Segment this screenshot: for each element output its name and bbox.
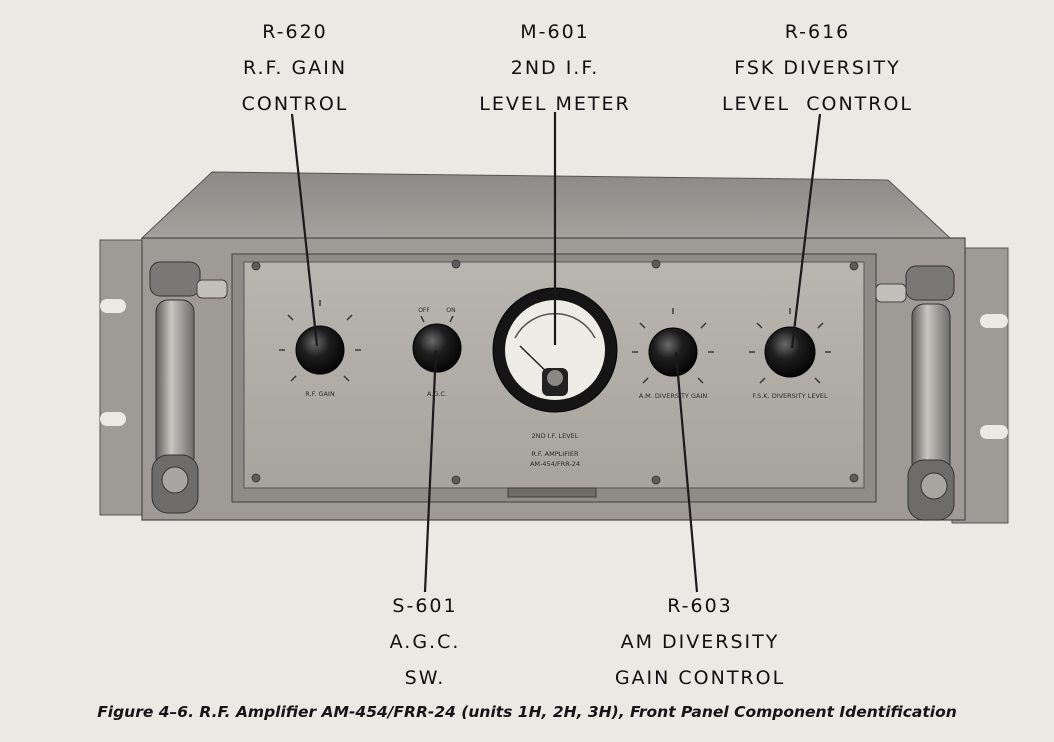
left-handle[interactable] — [149, 261, 228, 514]
callout-r620-line1: R.F. GAIN — [242, 57, 348, 79]
dial-ticks — [279, 300, 831, 384]
callout-r616: R-616 FSK DIVERSITY LEVEL CONTROL — [705, 14, 930, 122]
callout-s601-id: S-601 — [392, 595, 458, 617]
right-handle[interactable] — [875, 265, 955, 521]
callout-m601: M-601 2ND I.F. LEVEL METER — [450, 14, 660, 122]
callout-r603-id: R-603 — [667, 595, 733, 617]
fsk-diversity-engraving: F.S.K. DIVERSITY LEVEL — [752, 392, 828, 400]
callout-r620-id: R-620 — [262, 21, 328, 43]
callout-r616-line1: FSK DIVERSITY — [734, 57, 901, 79]
am-diversity-engraving: A.M. DIVERSITY GAIN — [639, 392, 708, 400]
callout-r603-line1: AM DIVERSITY — [620, 631, 780, 653]
figure-caption: Figure 4–6. R.F. Amplifier AM-454/FRR-24… — [97, 703, 957, 721]
leader-lines — [290, 112, 822, 593]
callout-r603-line2: GAIN CONTROL — [614, 667, 786, 689]
callout-r603: R-603 AM DIVERSITY GAIN CONTROL — [590, 588, 810, 696]
callout-m601-line2: LEVEL METER — [479, 93, 631, 115]
meter-engraving: 2ND I.F. LEVEL — [532, 432, 579, 440]
rf-gain-engraving: R.F. GAIN — [305, 390, 335, 398]
callout-r620-line2: CONTROL — [241, 93, 349, 115]
am-diversity-gain-knob[interactable] — [648, 327, 698, 377]
level-meter — [492, 287, 618, 413]
agc-off-engraving: OFF — [418, 307, 430, 314]
agc-on-engraving: ON — [446, 307, 455, 314]
callout-r616-line2: LEVEL CONTROL — [721, 93, 914, 115]
agc-engraving: A.G.C. — [427, 390, 447, 398]
callout-r620: R-620 R.F. GAIN CONTROL — [195, 14, 395, 122]
model-engraving-line1: R.F. AMPLIFIER — [532, 450, 579, 458]
callout-m601-id: M-601 — [520, 21, 590, 43]
callout-m601-line1: 2ND I.F. — [510, 57, 600, 79]
callout-s601: S-601 A.G.C. SW. — [345, 588, 505, 696]
callout-s601-line1: A.G.C. — [389, 631, 461, 653]
callout-s601-line2: SW. — [404, 667, 446, 689]
agc-switch-knob[interactable] — [412, 323, 462, 373]
callout-r616-id: R-616 — [784, 21, 851, 43]
model-engraving-line2: AM-454/FRR-24 — [530, 460, 580, 468]
rf-gain-knob[interactable] — [295, 325, 345, 375]
fsk-diversity-level-knob[interactable] — [764, 326, 816, 378]
